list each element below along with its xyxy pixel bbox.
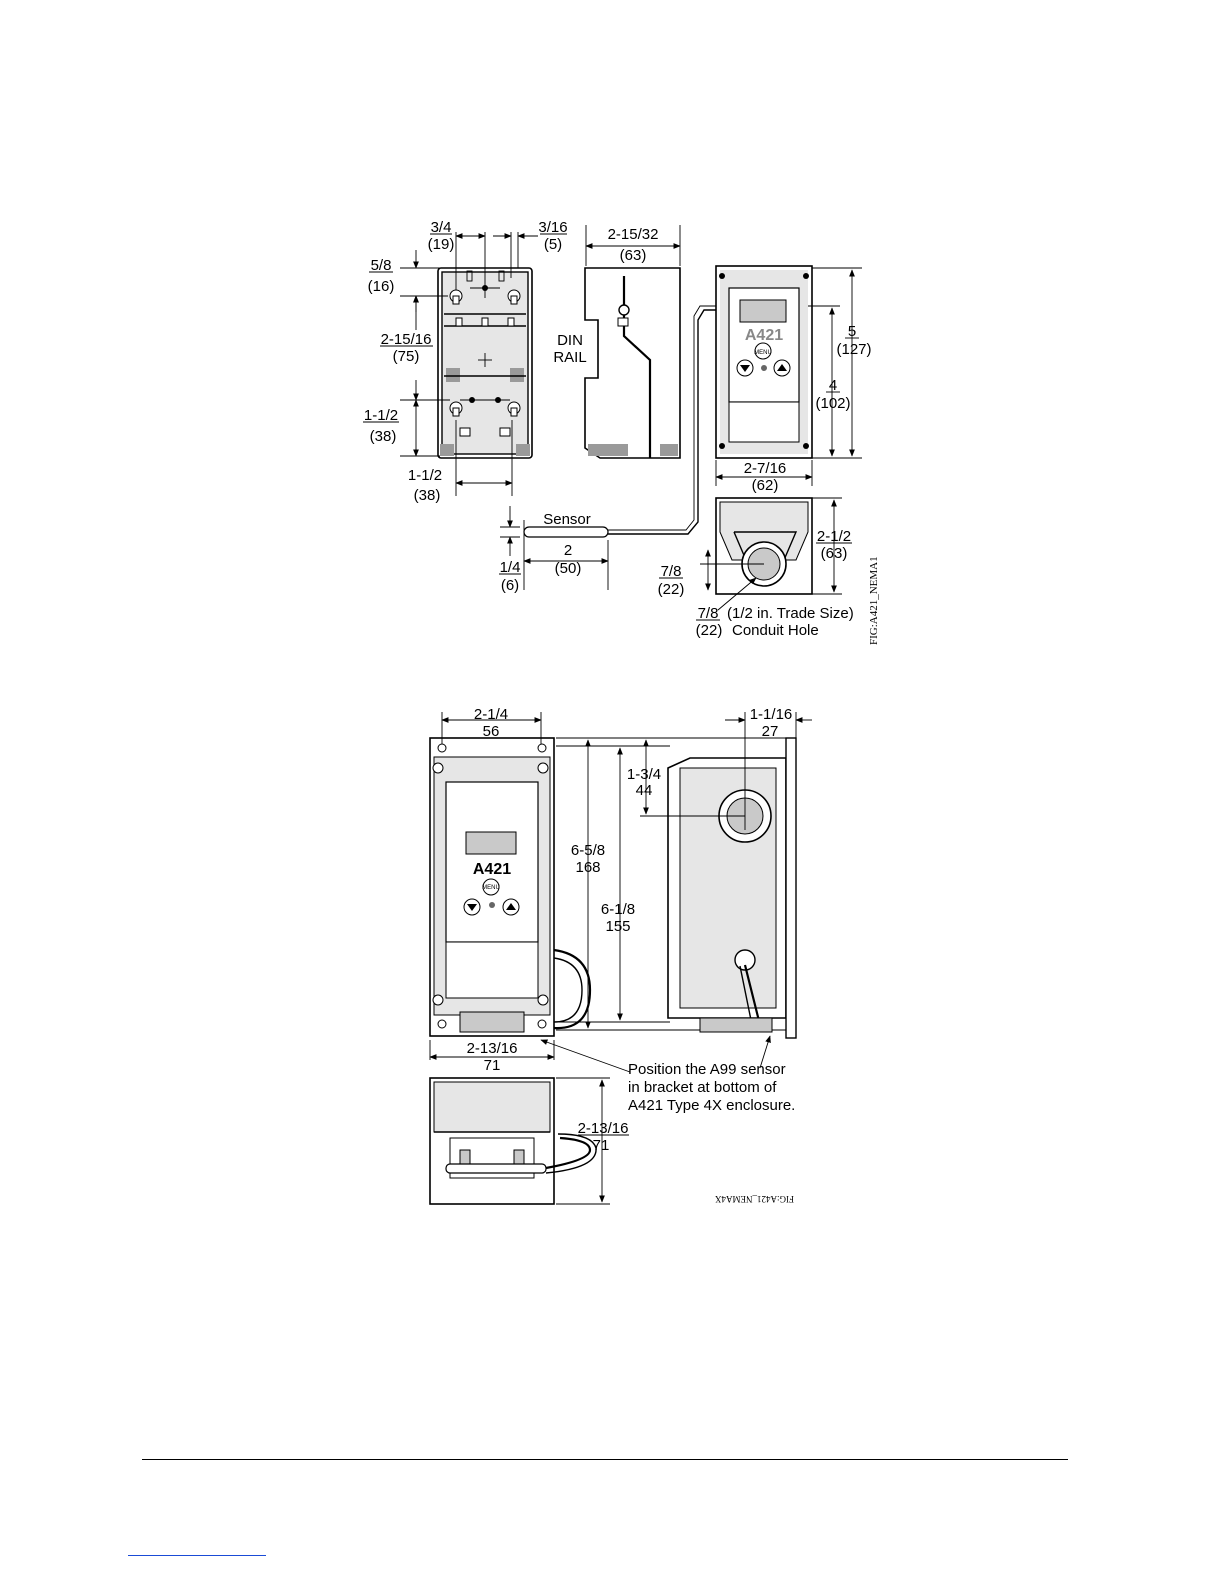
footer-link-underline xyxy=(128,1555,266,1556)
hole-dim: 7/8 xyxy=(698,605,719,622)
dim-1-3-4-mm: 44 xyxy=(636,782,653,799)
dim-2: 2 xyxy=(564,542,572,559)
dim-6-5-8: 6-5/8 xyxy=(571,842,605,859)
dim-2-15-16-mm: (75) xyxy=(393,348,420,365)
dim-2-15-32-mm: (63) xyxy=(620,247,647,264)
nema4x-figure: A421 MENU 2-1/4 56 6-5/8 168 6-1/8 155 xyxy=(429,706,812,1205)
dim-3-4-mm: (19) xyxy=(428,236,455,253)
sensor-label: Sensor xyxy=(543,511,591,528)
dim-1-1-2-a-mm: (38) xyxy=(370,428,397,445)
fig-id-nema1: FIG:A421_NEMA1 xyxy=(868,556,880,645)
dim-3-16: 3/16 xyxy=(538,219,567,236)
device-model-4x: A421 xyxy=(473,861,511,878)
dim-2-mm: (50) xyxy=(555,560,582,577)
nema4x-side-view xyxy=(667,737,797,1039)
dim-2-7-16-mm: (62) xyxy=(752,477,779,494)
dim-1-1-16: 1-1/16 xyxy=(750,706,793,723)
dim-1-4-mm: (6) xyxy=(501,577,519,594)
din-label-1: DIN xyxy=(557,332,583,349)
mounting-plate-view xyxy=(437,267,533,459)
note-line-1: Position the A99 sensor xyxy=(628,1061,786,1078)
dim-3-4: 3/4 xyxy=(431,219,452,236)
dim-1-3-4: 1-3/4 xyxy=(627,766,661,783)
device-menu-4x: MENU xyxy=(482,885,500,891)
dim-5-8-mm: (16) xyxy=(368,278,395,295)
dim-2-1-2: 2-1/2 xyxy=(817,528,851,545)
dim-5: 5 xyxy=(848,323,856,340)
nema4x-bottom-view xyxy=(429,1077,597,1205)
dim-1-1-2-b-mm: (38) xyxy=(414,487,441,504)
device-menu: MENU xyxy=(754,350,772,356)
dim-2-13-16-b: 2-13/16 xyxy=(578,1120,629,1137)
dim-2-1-2-mm: (63) xyxy=(821,545,848,562)
dim-2-13-16-a-mm: 71 xyxy=(484,1057,501,1074)
dim-6-1-8: 6-1/8 xyxy=(601,901,635,918)
dim-1-1-2-a: 1-1/2 xyxy=(364,407,398,424)
a421-bottom-view xyxy=(700,497,842,611)
side-view xyxy=(584,225,681,459)
dim-4-mm: (102) xyxy=(815,395,850,412)
dim-7-8-mm: (22) xyxy=(658,581,685,598)
hole-note-2: Conduit Hole xyxy=(732,622,819,639)
dim-2-1-4: 2-1/4 xyxy=(474,706,508,723)
dim-2-13-16-a: 2-13/16 xyxy=(467,1040,518,1057)
dim-2-13-16-b-mm: 71 xyxy=(593,1137,610,1154)
din-label-2: RAIL xyxy=(553,349,586,366)
note-line-2: in bracket at bottom of xyxy=(628,1079,777,1096)
hole-note-1: (1/2 in. Trade Size) xyxy=(727,605,854,622)
dim-1-4: 1/4 xyxy=(500,559,521,576)
dim-2-1-4-mm: 56 xyxy=(483,723,500,740)
dim-7-8: 7/8 xyxy=(661,563,682,580)
nema4x-front-view xyxy=(429,737,592,1037)
nema1-figure: 3/4 (19) 3/16 (5) 5/8 (16) 2-15/16 (75) … xyxy=(363,219,880,645)
dim-2-7-16: 2-7/16 xyxy=(744,460,787,477)
dim-3-16-mm: (5) xyxy=(544,236,562,253)
dim-6-1-8-mm: 155 xyxy=(605,918,630,935)
a421-front-view xyxy=(715,265,813,459)
note-line-3: A421 Type 4X enclosure. xyxy=(628,1097,795,1114)
plate-dimensions xyxy=(400,232,538,496)
dim-2-15-16: 2-15/16 xyxy=(381,331,432,348)
dim-5-8: 5/8 xyxy=(371,257,392,274)
dim-2-15-32: 2-15/32 xyxy=(608,226,659,243)
dim-1-1-16-mm: 27 xyxy=(762,723,779,740)
dim-4: 4 xyxy=(829,377,837,394)
dim-6-5-8-mm: 168 xyxy=(575,859,600,876)
dim-1-1-2-b: 1-1/2 xyxy=(408,467,442,484)
fig-id-nema4x: FIG:A421_NEMA4X xyxy=(714,1194,794,1204)
dim-5-mm: (127) xyxy=(836,341,871,358)
hole-dim-mm: (22) xyxy=(696,622,723,639)
footer-rule xyxy=(142,1459,1068,1460)
device-model: A421 xyxy=(745,327,783,344)
